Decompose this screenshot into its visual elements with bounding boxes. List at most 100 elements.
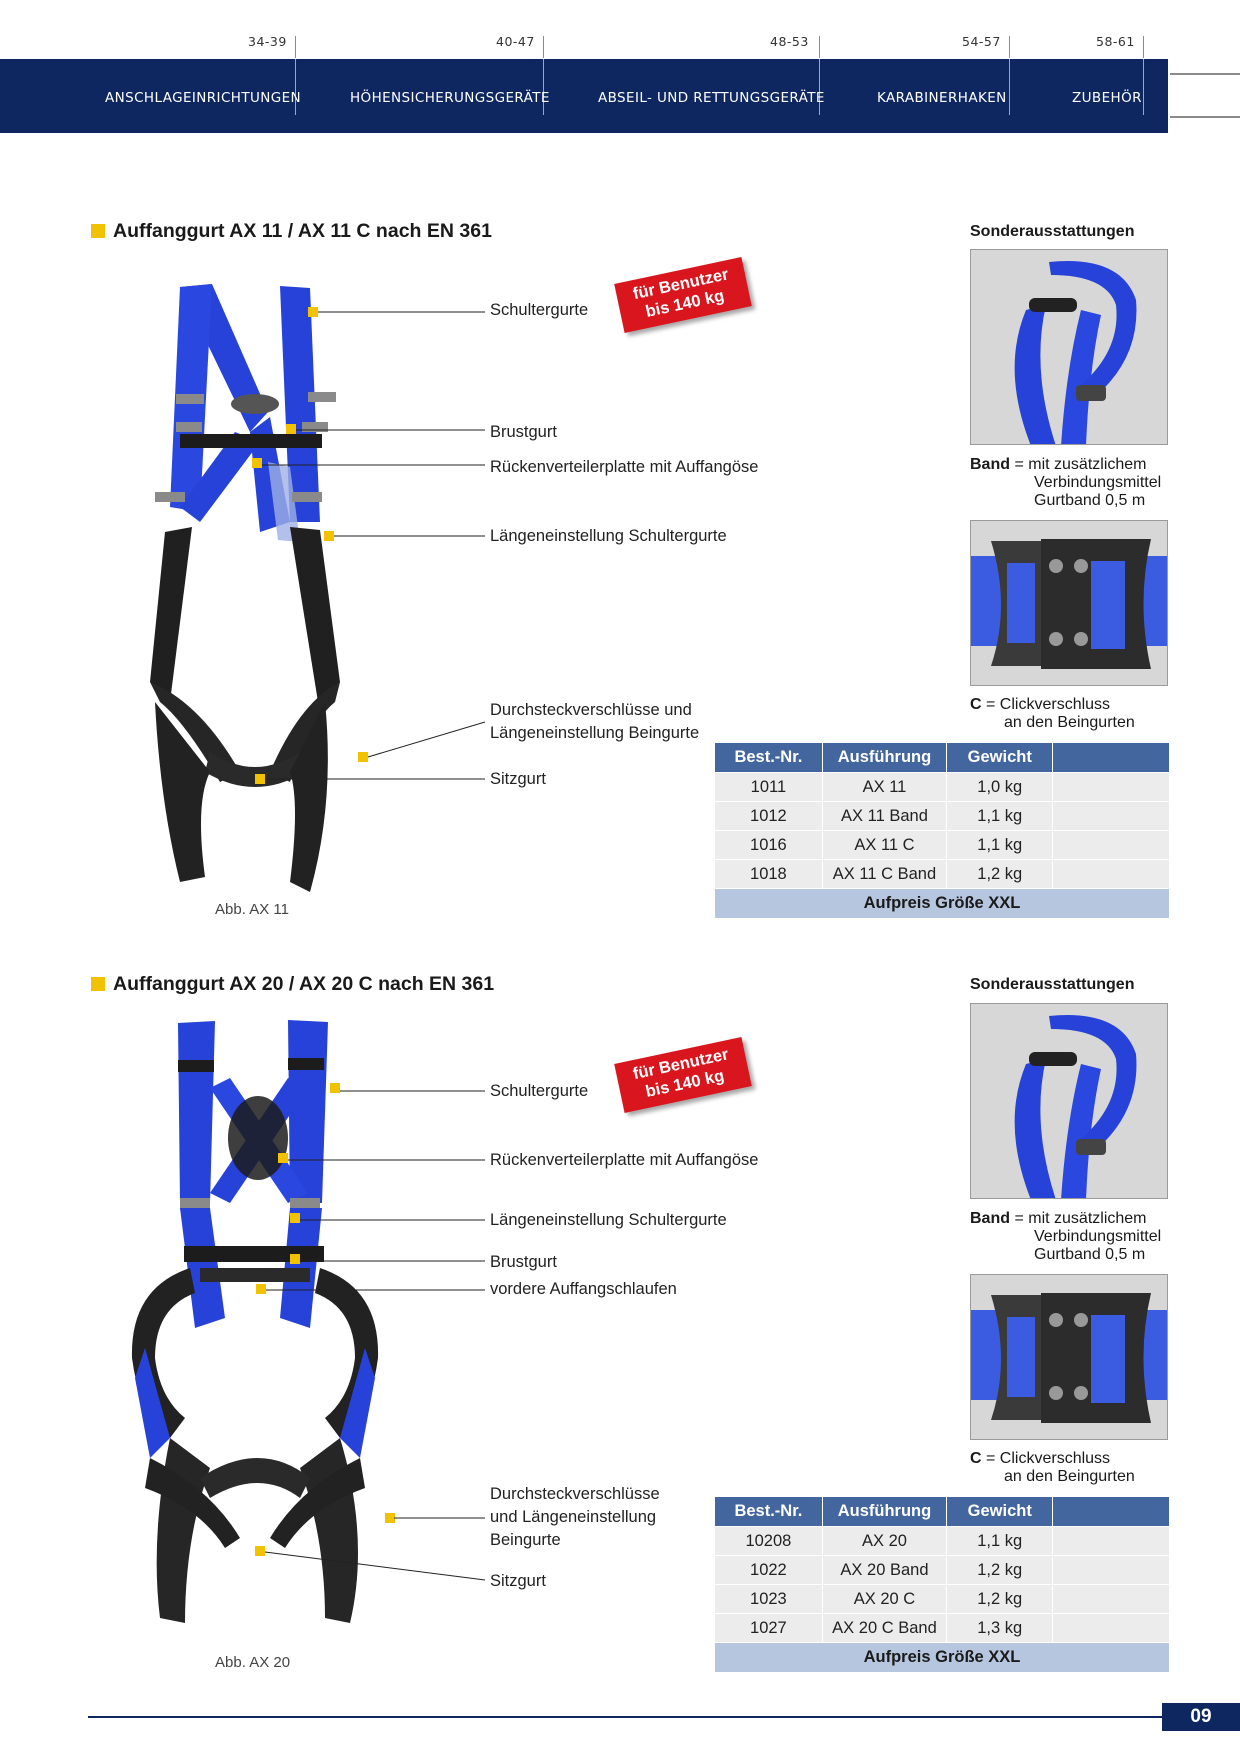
product1-click-photo <box>970 520 1168 686</box>
col-empty <box>1052 1496 1170 1527</box>
click-key: C <box>970 696 982 713</box>
nav-hoehensicherungsgeraete[interactable]: HÖHENSICHERUNGSGERÄTE <box>350 90 550 106</box>
page-range-2: 40-47 <box>496 34 535 49</box>
cell-ausfuehrung: AX 11 <box>821 772 948 802</box>
cell-empty <box>1052 1584 1170 1614</box>
tick-divider <box>819 36 820 58</box>
tick-divider <box>543 36 544 58</box>
product1-options-title: Sonderausstattungen <box>970 223 1135 240</box>
band-lanyard-image <box>1014 1015 1137 1198</box>
product2-options-title: Sonderausstattungen <box>970 976 1135 993</box>
cell-best-nr: 10208 <box>714 1526 823 1556</box>
nav-separator <box>295 59 296 115</box>
edge-line <box>1170 116 1240 118</box>
click-line1: = Clickverschluss <box>986 696 1111 713</box>
product2-title: Auffanggurt AX 20 / AX 20 C nach EN 361 <box>113 973 495 995</box>
table-row: 1016 AX 11 C 1,1 kg <box>714 830 1170 860</box>
band-line2: Verbindungsmittel <box>1034 474 1162 491</box>
product2-spec-table: Best.-Nr. Ausführung Gewicht 10208 AX 20… <box>714 1496 1170 1673</box>
cell-best-nr: 1012 <box>714 801 823 831</box>
band-line3: Gurtband 0,5 m <box>1034 1246 1146 1263</box>
nav-separator <box>1009 59 1010 115</box>
page-range-3: 48-53 <box>770 34 809 49</box>
callout-schultergurte: Schultergurte <box>490 301 589 319</box>
band-line1: = mit zusätzlichem <box>1014 1210 1147 1227</box>
nav-anschlageinrichtungen[interactable]: ANSCHLAGEINRICHTUNGEN <box>105 90 302 106</box>
table-row: 1023 AX 20 C 1,2 kg <box>714 1584 1170 1614</box>
col-best-nr: Best.-Nr. <box>714 1496 823 1527</box>
callout-sitzgurt: Sitzgurt <box>490 770 546 788</box>
callout-durchsteckverschluesse-1: Durchsteckverschlüsse <box>490 1485 660 1503</box>
cell-ausfuehrung: AX 11 C Band <box>821 859 948 889</box>
nav-separator <box>819 59 820 115</box>
callout-durchsteckverschluesse-3: Beingurte <box>490 1531 561 1549</box>
cell-gewicht: 1,0 kg <box>946 772 1054 802</box>
band-lanyard-image <box>1014 261 1137 444</box>
click-line2: an den Beingurten <box>1004 714 1135 731</box>
table-row: 1011 AX 11 1,0 kg <box>714 772 1170 802</box>
product2-click-note: C = Clickverschluss an den Beingurten <box>970 1450 1135 1486</box>
harness-ax11-image <box>150 284 368 892</box>
product1-click-note: C = Clickverschluss an den Beingurten <box>970 696 1135 732</box>
table-row: 10208 AX 20 1,1 kg <box>714 1526 1170 1556</box>
band-key: Band <box>970 1210 1010 1227</box>
band-line2: Verbindungsmittel <box>1034 1228 1162 1245</box>
cell-gewicht: 1,2 kg <box>946 1584 1054 1614</box>
nav-karabinerhaken[interactable]: KARABINERHAKEN <box>877 90 1007 106</box>
footer-line <box>88 1716 1162 1718</box>
cell-gewicht: 1,1 kg <box>946 801 1054 831</box>
product2-band-note: Band = mit zusätzlichem Verbindungsmitte… <box>970 1210 1161 1264</box>
band-line3: Gurtband 0,5 m <box>1034 492 1146 509</box>
nav-zubehoer[interactable]: ZUBEHÖR <box>1072 90 1142 106</box>
product1-title: Auffanggurt AX 11 / AX 11 C nach EN 361 <box>113 220 492 242</box>
page-range-1: 34-39 <box>248 34 287 49</box>
product1-band-photo <box>970 249 1168 445</box>
click-buckle-image <box>971 539 1167 669</box>
click-key: C <box>970 1450 982 1467</box>
cell-empty <box>1052 859 1170 889</box>
table-row: 1018 AX 11 C Band 1,2 kg <box>714 859 1170 889</box>
bullet-square-icon <box>91 224 105 238</box>
product1-band-note: Band = mit zusätzlichem Verbindungsmitte… <box>970 456 1161 510</box>
cell-ausfuehrung: AX 20 C <box>821 1584 948 1614</box>
bullet-square-icon <box>91 977 105 991</box>
callout-rueckenverteilerplatte: Rückenverteilerplatte mit Auffangöse <box>490 1151 759 1169</box>
cell-empty <box>1052 830 1170 860</box>
cell-gewicht: 1,1 kg <box>946 830 1054 860</box>
cell-gewicht: 1,1 kg <box>946 1526 1054 1556</box>
nav-separator <box>1143 59 1144 115</box>
cell-gewicht: 1,2 kg <box>946 1555 1054 1585</box>
callout-brustgurt: Brustgurt <box>490 423 557 441</box>
callout-rueckenverteilerplatte: Rückenverteilerplatte mit Auffangöse <box>490 458 759 476</box>
callout-laengeneinstellung-schulter: Längeneinstellung Schultergurte <box>490 1211 727 1229</box>
callout-durchsteckverschluesse-1: Durchsteckverschlüsse und <box>490 701 692 719</box>
product1-spec-table: Best.-Nr. Ausführung Gewicht 1011 AX 11 … <box>714 742 1170 919</box>
table-footer-row: Aufpreis Größe XXL <box>714 888 1170 919</box>
table-row: 1022 AX 20 Band 1,2 kg <box>714 1555 1170 1585</box>
callout-durchsteckverschluesse-2: und Längeneinstellung <box>490 1508 657 1526</box>
cell-ausfuehrung: AX 20 <box>821 1526 948 1556</box>
table-header-row: Best.-Nr. Ausführung Gewicht <box>714 1496 1170 1527</box>
cell-ausfuehrung: AX 11 C <box>821 830 948 860</box>
product2-caption: Abb. AX 20 <box>215 1654 291 1671</box>
band-line1: = mit zusätzlichem <box>1014 456 1147 473</box>
cell-empty <box>1052 1526 1170 1556</box>
nav-separator <box>543 59 544 115</box>
click-line1: = Clickverschluss <box>986 1450 1111 1467</box>
table-row: 1027 AX 20 C Band 1,3 kg <box>714 1613 1170 1643</box>
tick-divider <box>295 36 296 58</box>
cell-best-nr: 1027 <box>714 1613 823 1643</box>
harness-ax20-image <box>131 1020 395 1623</box>
page-range-5: 58-61 <box>1096 34 1135 49</box>
nav-abseil-rettungsgeraete[interactable]: ABSEIL- UND RETTUNGSGERÄTE <box>598 90 825 106</box>
callout-brustgurt: Brustgurt <box>490 1253 557 1271</box>
col-gewicht: Gewicht <box>946 1496 1054 1527</box>
tick-divider <box>1009 36 1010 58</box>
click-buckle-image <box>971 1293 1167 1423</box>
cell-empty <box>1052 1613 1170 1643</box>
callout-vordere-auffangschlaufen: vordere Auffangschlaufen <box>490 1280 677 1298</box>
product2-click-photo <box>970 1274 1168 1440</box>
cell-empty <box>1052 1555 1170 1585</box>
cell-best-nr: 1011 <box>714 772 823 802</box>
